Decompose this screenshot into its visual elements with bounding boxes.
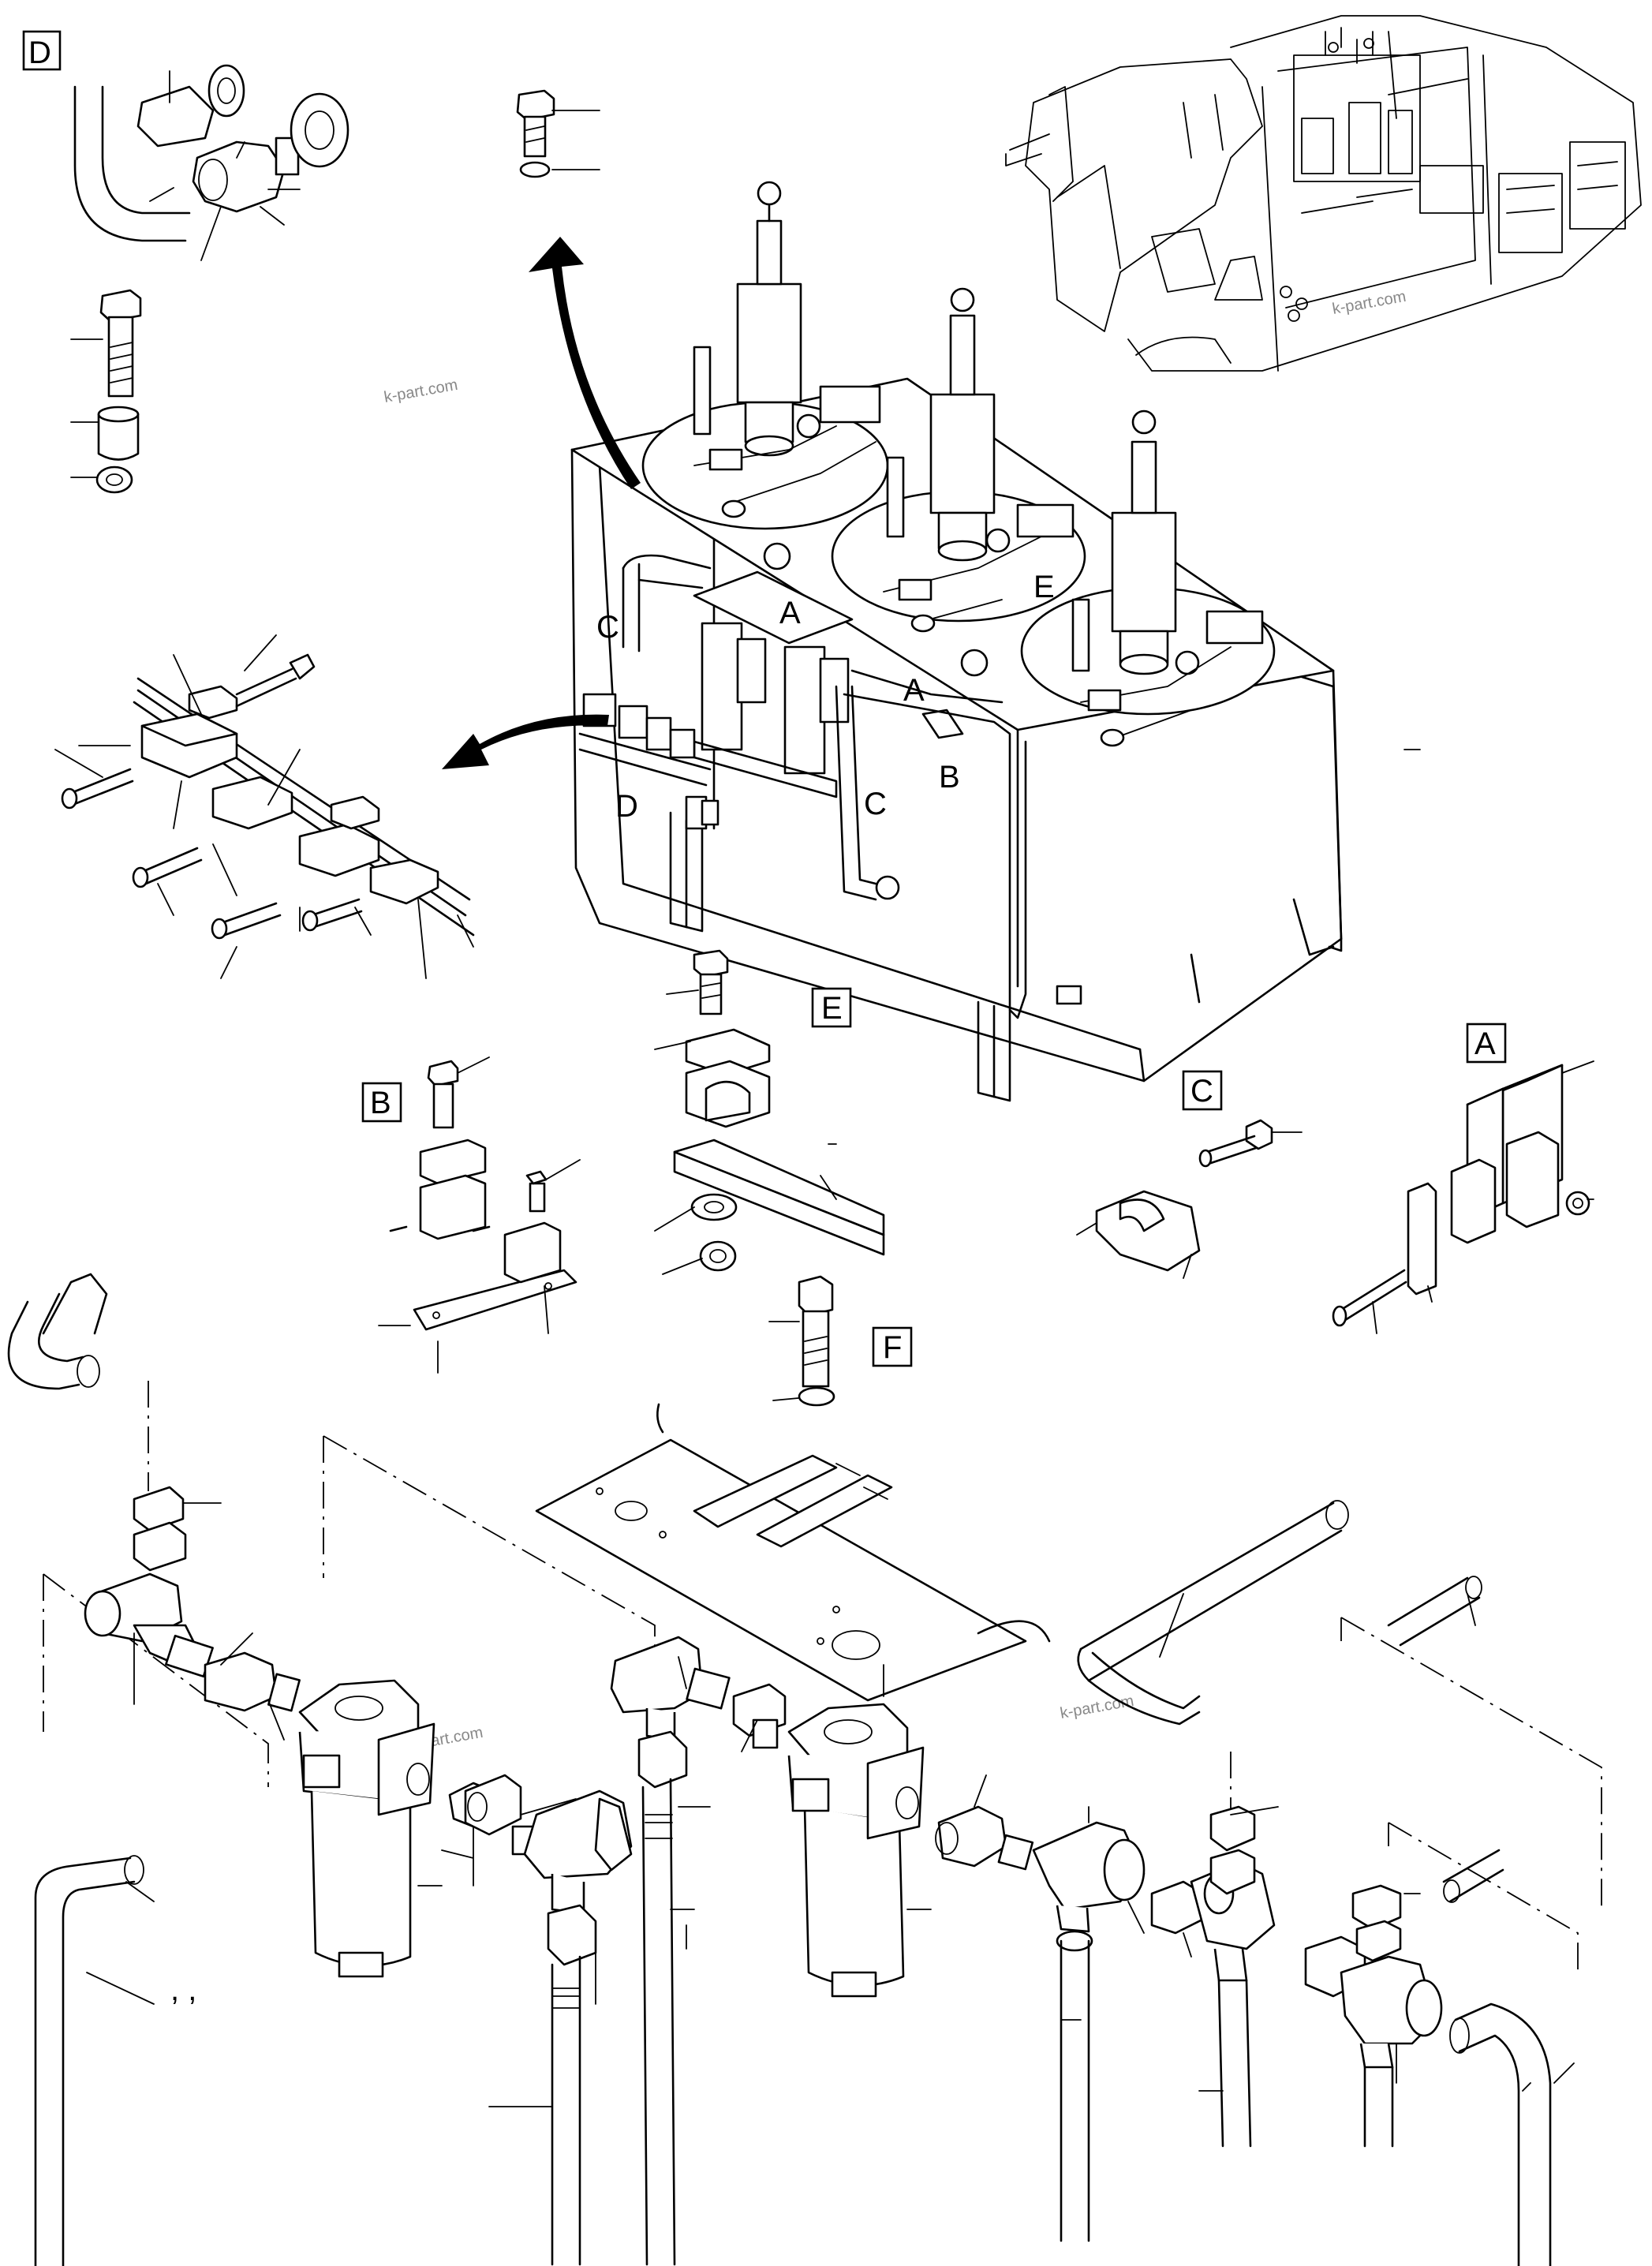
footnote-marks: , , — [170, 1972, 196, 2007]
watermark-3: k-part.com — [1059, 1692, 1135, 1722]
watermark-2: k-part.com — [1331, 288, 1407, 318]
detail-c-label: C — [1190, 1074, 1213, 1109]
accumulator-cylinders — [693, 181, 1177, 675]
detail-c-label-box — [1182, 1070, 1223, 1111]
detail-b-label-box — [361, 1082, 402, 1123]
detail-c-clamp: C — [1076, 1070, 1303, 1279]
arrow-to-detail-d — [529, 237, 641, 489]
detail-f-label-box — [872, 1326, 913, 1367]
detail-d-fittings: D — [22, 30, 349, 261]
detail-e-label: E — [821, 991, 843, 1026]
detail-e-label-box — [811, 987, 852, 1028]
arrow-to-clamp-detail — [442, 714, 609, 769]
callout-d-mid: D — [615, 789, 638, 824]
top-bolt-washer — [516, 89, 600, 178]
detail-d-label: D — [28, 36, 51, 70]
valve-blocks — [693, 385, 1264, 747]
detail-b-clamp: B — [361, 1056, 581, 1374]
detail-e-pipe-clamp: E — [654, 949, 885, 1275]
detail-b-label: B — [370, 1086, 391, 1120]
callout-c-mid: C — [864, 787, 887, 821]
clamp-run-detail — [54, 634, 475, 979]
detail-a-bracket: A — [1332, 1023, 1594, 1334]
callout-a-mid: A — [903, 673, 925, 708]
detail-f-label: F — [883, 1330, 902, 1365]
callout-e-right: E — [1033, 570, 1055, 604]
detail-d-label-box — [22, 30, 62, 71]
hydraulic-tank-assembly — [570, 181, 1421, 1102]
callout-a-top: A — [779, 596, 801, 630]
cab-overview-illustration — [1005, 15, 1642, 372]
detail-a-label-box — [1466, 1023, 1507, 1064]
watermark-1: k-part.com — [383, 376, 459, 406]
callout-c-left: C — [596, 610, 619, 645]
bolt-spacer-nut-stack — [70, 289, 142, 494]
detail-f-bolt: F — [768, 1275, 913, 1407]
filter-assembly — [7, 1273, 1602, 2266]
detail-a-label: A — [1474, 1026, 1496, 1061]
callout-b-mid: B — [939, 760, 960, 795]
